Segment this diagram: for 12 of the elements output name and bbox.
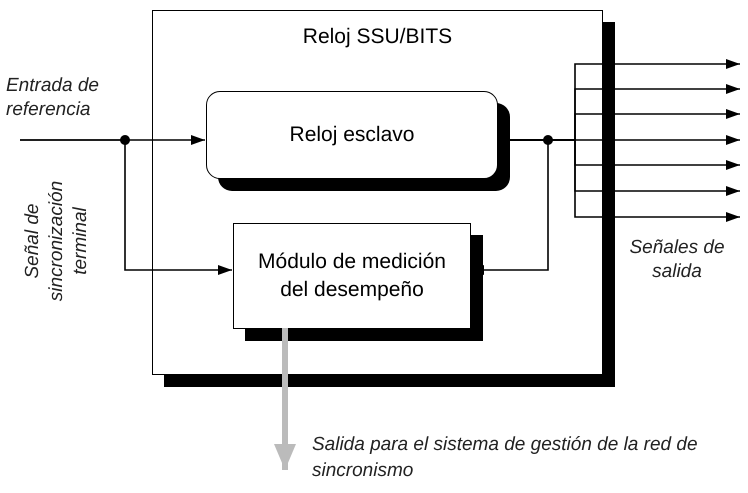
- annotation-text: Salida para el sistema de gestión de la red de sincronismo: [312, 433, 699, 483]
- annotation-text: Entrada de referencia: [6, 74, 100, 122]
- box-title: Reloj SSU/BITS: [302, 25, 452, 49]
- box-label: Módulo de medición del desempeño: [257, 249, 447, 303]
- arrow: [274, 328, 296, 470]
- annotation-text: Señales de salida: [628, 236, 726, 284]
- process-box: [206, 91, 498, 179]
- arrow: [20, 139, 232, 275]
- annotation-text: Señal de sincronización terminal: [21, 180, 92, 304]
- box-label: Reloj esclavo: [290, 123, 414, 147]
- process-box: [233, 223, 471, 329]
- clock-frame: [152, 10, 603, 375]
